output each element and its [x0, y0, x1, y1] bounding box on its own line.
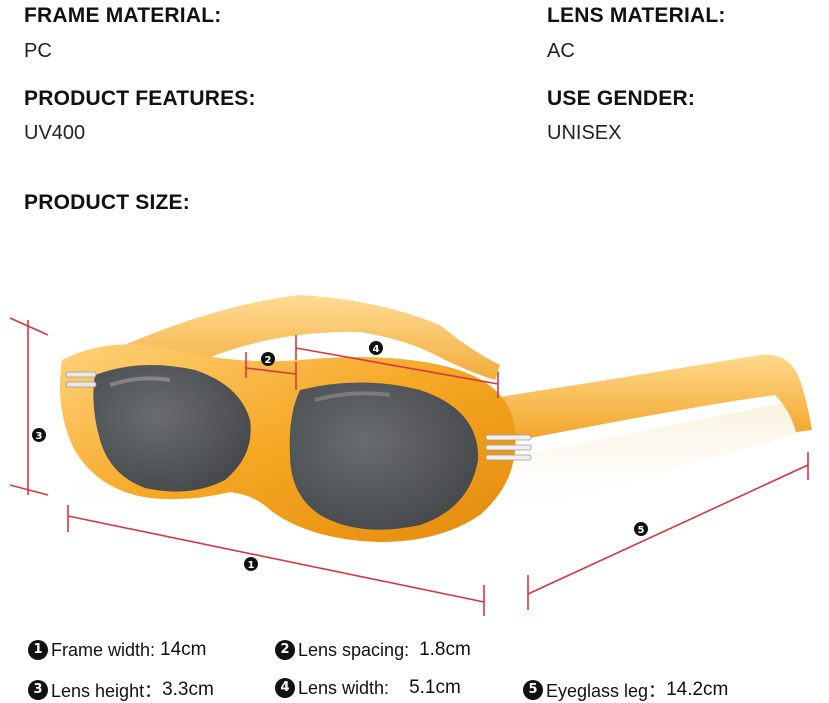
number-badge: 3 [28, 680, 48, 700]
number-badge: 5 [523, 680, 543, 700]
number-badge: 2 [275, 640, 295, 660]
diagram-marker-3: 3 [32, 428, 46, 442]
measurement-value: 14cm [160, 639, 207, 660]
right-lens [289, 382, 479, 530]
lens-material-value: AC [547, 40, 575, 62]
measurement-value: 3.3cm [162, 679, 214, 700]
eyeglass-leg-measurement: 5 Eyeglass leg： 14.2cm [523, 677, 728, 703]
measurement-label: Lens spacing: [298, 639, 420, 660]
diagram-marker-5: 5 [634, 522, 648, 536]
lens-spacing-measurement: 2 Lens spacing: 1.8cm [275, 639, 471, 661]
svg-text:5: 5 [638, 525, 645, 536]
svg-text:1: 1 [248, 560, 255, 571]
diagram-marker-1: 1 [244, 557, 258, 571]
diagram-marker-2: 2 [261, 352, 275, 366]
product-features-label: PRODUCT FEATURES: [24, 87, 256, 110]
measurement-value: 14.2cm [666, 679, 729, 700]
measurement-value: 5.1cm [409, 677, 461, 698]
metal-accents [65, 371, 532, 461]
lens-width-measurement: 4 Lens width: 5.1cm [275, 677, 461, 699]
lens-height-measurement: 3 Lens height： 3.3cm [28, 677, 214, 703]
frame-material-value: PC [24, 40, 52, 62]
diagram-marker-4: 4 [369, 341, 383, 355]
frame-material-label: FRAME MATERIAL: [24, 4, 222, 27]
frame-width-measurement: 1 Frame width: 14cm [28, 639, 207, 661]
svg-text:3: 3 [36, 431, 43, 442]
svg-text:2: 2 [265, 355, 272, 366]
product-features-value: UV400 [24, 122, 86, 144]
measurement-label: Frame width: [51, 639, 161, 660]
lens-material-label: LENS MATERIAL: [547, 4, 726, 27]
sunglasses-dimension-diagram: 3 2 4 1 5 [9, 295, 812, 616]
use-gender-label: USE GENDER: [547, 87, 696, 110]
number-badge: 1 [28, 640, 48, 660]
measurement-label: Lens width: [298, 677, 410, 698]
product-size-label: PRODUCT SIZE: [24, 191, 190, 214]
svg-text:4: 4 [373, 344, 380, 355]
measurement-label: Eyeglass leg： [546, 681, 667, 701]
number-badge: 4 [275, 678, 295, 698]
front-temple-arm [480, 354, 812, 440]
left-lens [93, 365, 251, 492]
measurement-label: Lens height： [51, 681, 163, 701]
measurement-value: 1.8cm [419, 639, 471, 660]
use-gender-value: UNISEX [547, 122, 622, 144]
dimension-lines [9, 317, 809, 616]
